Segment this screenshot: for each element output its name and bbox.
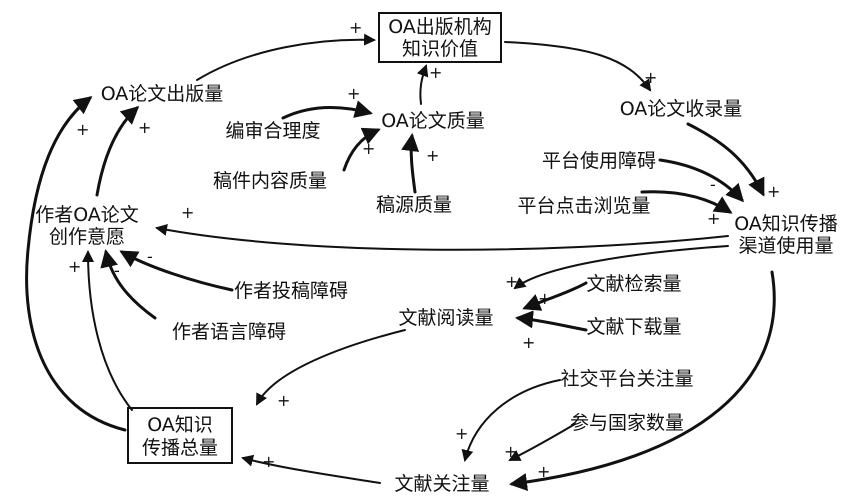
edge-reading-to-total (256, 329, 406, 406)
sign-submission-to-willingness: - (147, 247, 153, 266)
node-participating-countries: 参与国家数量 (570, 412, 684, 434)
sign-usage-to-attention: + (537, 462, 550, 481)
node-author-submission-barrier: 作者投稿障碍 (234, 280, 348, 302)
total-dissemination-box (127, 407, 233, 464)
node-author-willingness-line1: 作者OA论文 (35, 204, 139, 226)
edge-clicks-to-channel-usage (640, 190, 733, 214)
node-oa-total-dissemination-line1: OA知识 (147, 414, 213, 436)
edge-quality-to-publisher-value (416, 64, 429, 105)
node-retrieval-volume: 文献检索量 (586, 273, 681, 295)
sign-total-to-willingness: + (68, 257, 81, 276)
node-editorial-fit: 编审合理度 (225, 120, 320, 142)
sign-usage-to-willingness: + (181, 203, 194, 222)
node-manuscript-content-quality: 稿件内容质量 (213, 170, 327, 192)
edge-indexed-to-channel-usage (686, 122, 765, 197)
edge-attention-to-total (241, 454, 381, 484)
edge-total-to-published (25, 96, 127, 432)
node-author-willingness-line2: 创作意愿 (49, 226, 125, 248)
sign-published-to-value: + (349, 18, 362, 37)
node-oa-channel-usage-line1: OA知识传播 (734, 213, 838, 235)
node-oa-channel-usage-line2: 渠道使用量 (738, 235, 833, 257)
sign-willingness-to-published: + (138, 118, 151, 137)
sign-clicks-to-usage: + (707, 209, 720, 228)
sign-editorial-to-quality: + (347, 84, 360, 103)
sign-language-to-willingness: - (114, 261, 120, 280)
node-literature-attention: 文献关注量 (394, 473, 489, 495)
node-platform-clicks-views: 平台点击浏览量 (517, 195, 650, 217)
edge-channel-usage-to-reading (513, 245, 729, 290)
node-oa-papers-indexed: OA论文收录量 (620, 98, 743, 120)
edge-language-barrier-to-willingness (100, 249, 157, 320)
edge-editorial-to-quality (281, 100, 373, 120)
edge-publisher-value-to-indexed (504, 41, 652, 92)
node-download-volume: 文献下载量 (586, 316, 681, 338)
node-platform-usage-barrier: 平台使用障碍 (542, 150, 656, 172)
sign-barrier-to-usage: - (710, 175, 716, 194)
edge-social-to-attention (461, 379, 561, 462)
node-oa-publisher-value-line2: 知识价值 (402, 38, 478, 60)
edge-willingness-to-published (95, 105, 140, 197)
sign-attention-to-total: + (262, 452, 275, 471)
edge-source-quality-to-quality (401, 133, 420, 194)
node-oa-publisher-value-line1: OA出版机构 (388, 16, 492, 38)
sign-source-to-quality: + (426, 146, 439, 165)
node-social-platform-attention: 社交平台关注量 (560, 368, 693, 390)
sign-countries-to-attention: + (504, 442, 517, 461)
node-author-language-barrier: 作者语言障碍 (172, 321, 286, 343)
edge-download-to-reading (515, 310, 588, 332)
edge-content-quality-to-quality (342, 127, 381, 172)
sign-social-to-attention: + (455, 424, 468, 443)
sign-retrieval-to-reading: + (538, 289, 551, 308)
edge-submission-barrier-to-willingness (119, 250, 234, 292)
sign-quality-to-value: + (429, 63, 442, 82)
edge-channel-usage-to-attention (509, 270, 776, 492)
node-oa-paper-quality: OA论文质量 (381, 110, 485, 132)
node-reading-volume: 文献阅读量 (398, 307, 493, 329)
sign-usage-to-reading: + (505, 272, 518, 291)
sign-content-to-quality: + (362, 139, 375, 158)
sign-indexed-to-usage: + (767, 182, 780, 201)
edge-countries-to-attention (508, 423, 576, 461)
sign-total-to-published: + (76, 120, 89, 139)
node-oa-total-dissemination-line2: 传播总量 (142, 437, 218, 459)
node-manuscript-source-quality: 稿源质量 (376, 194, 452, 216)
edge-published-to-publisher-value (196, 33, 376, 81)
sign-download-to-reading: + (522, 333, 535, 352)
sign-value-to-indexed: + (644, 68, 657, 87)
edge-total-to-willingness (82, 250, 133, 411)
node-oa-papers-published: OA论文出版量 (101, 83, 224, 105)
publisher-value-box (378, 12, 502, 63)
edge-usage-barrier-to-channel-usage (658, 158, 745, 203)
edge-retrieval-to-reading (522, 281, 588, 311)
sign-reading-to-total: + (277, 391, 290, 410)
edge-channel-usage-to-willingness (155, 223, 729, 251)
